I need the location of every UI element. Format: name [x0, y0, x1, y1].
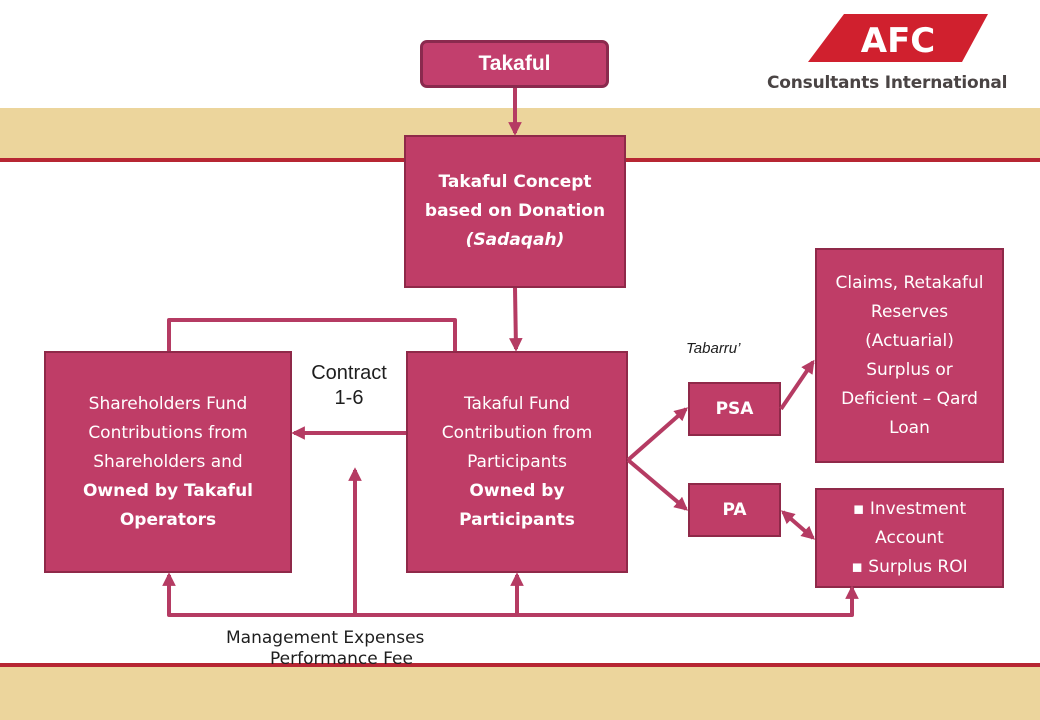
- arrow-pa-investment: [780, 510, 816, 540]
- concept-line-2: based on Donation: [424, 201, 606, 221]
- claims-retakaful-box: Claims, Retakaful Reserves (Actuarial) S…: [815, 248, 1004, 463]
- fund-line-4: Owned by: [469, 480, 565, 501]
- investment-line-2: Account: [875, 527, 944, 548]
- afc-logo-badge: AFC: [808, 14, 988, 62]
- concept-line-3: (Sadaqah): [465, 230, 565, 250]
- fund-line-5: Participants: [459, 509, 575, 530]
- pa-label: PA: [722, 499, 747, 520]
- logo-parallelogram: [808, 14, 988, 62]
- logo-badge-text: AFC: [861, 21, 936, 61]
- arrow-psa-to-claims: [779, 359, 815, 411]
- fund-line-1: Takaful Fund: [463, 393, 571, 414]
- shareholders-line-4: Owned by Takaful: [82, 480, 254, 501]
- shareholders-fund-box: Shareholders Fund Contributions from Sha…: [44, 351, 292, 573]
- fund-line-2: Contribution from: [441, 422, 593, 443]
- connector-bottom-return: [162, 572, 859, 617]
- bottom-band: [0, 667, 1040, 720]
- psa-box: PSA: [688, 382, 781, 436]
- shareholders-line-2: Contributions from: [88, 422, 248, 443]
- pa-box: PA: [688, 483, 781, 537]
- claims-line-6: Loan: [889, 417, 930, 438]
- shareholders-line-5: Operators: [119, 509, 217, 530]
- takaful-title: Takaful: [420, 40, 609, 88]
- investment-account-box: ▪ Investment Account ▪ Surplus ROI: [815, 488, 1004, 588]
- fund-line-3: Participants: [467, 451, 567, 472]
- arrow-fund-to-psa: [626, 407, 689, 462]
- arrow-concept-to-fund: [509, 287, 523, 352]
- connector-shareholders-to-fund: [167, 318, 457, 351]
- bottom-rule: [0, 663, 1040, 667]
- logo-company-name: Consultants International: [767, 73, 1008, 93]
- contract-label: Contract 1-6: [300, 361, 398, 411]
- claims-line-5: Deficient – Qard: [841, 388, 978, 409]
- takaful-fund-box: Takaful Fund Contribution from Participa…: [406, 351, 628, 573]
- arrow-fund-to-pa: [626, 458, 689, 511]
- shareholders-line-1: Shareholders Fund: [88, 393, 248, 414]
- takaful-concept-box: Takaful Concept based on Donation (Sadaq…: [404, 135, 626, 288]
- psa-label: PSA: [715, 398, 754, 419]
- claims-line-2: Reserves: [870, 301, 949, 322]
- investment-line-1: ▪ Investment: [852, 498, 967, 519]
- concept-line-1: Takaful Concept: [438, 172, 592, 192]
- management-expenses-label: Management Expenses: [226, 628, 425, 648]
- claims-line-1: Claims, Retakaful: [835, 272, 984, 293]
- shareholders-line-3: Shareholders and: [93, 451, 243, 472]
- contract-line-2: 1-6: [334, 387, 364, 409]
- claims-line-3: (Actuarial): [865, 330, 954, 351]
- investment-line-3: ▪ Surplus ROI: [851, 556, 968, 577]
- tabarru-label: Tabarru’: [686, 340, 741, 357]
- contract-line-1: Contract: [311, 362, 387, 384]
- performance-fee-label: Performance Fee: [270, 649, 413, 669]
- claims-line-4: Surplus or: [866, 359, 953, 380]
